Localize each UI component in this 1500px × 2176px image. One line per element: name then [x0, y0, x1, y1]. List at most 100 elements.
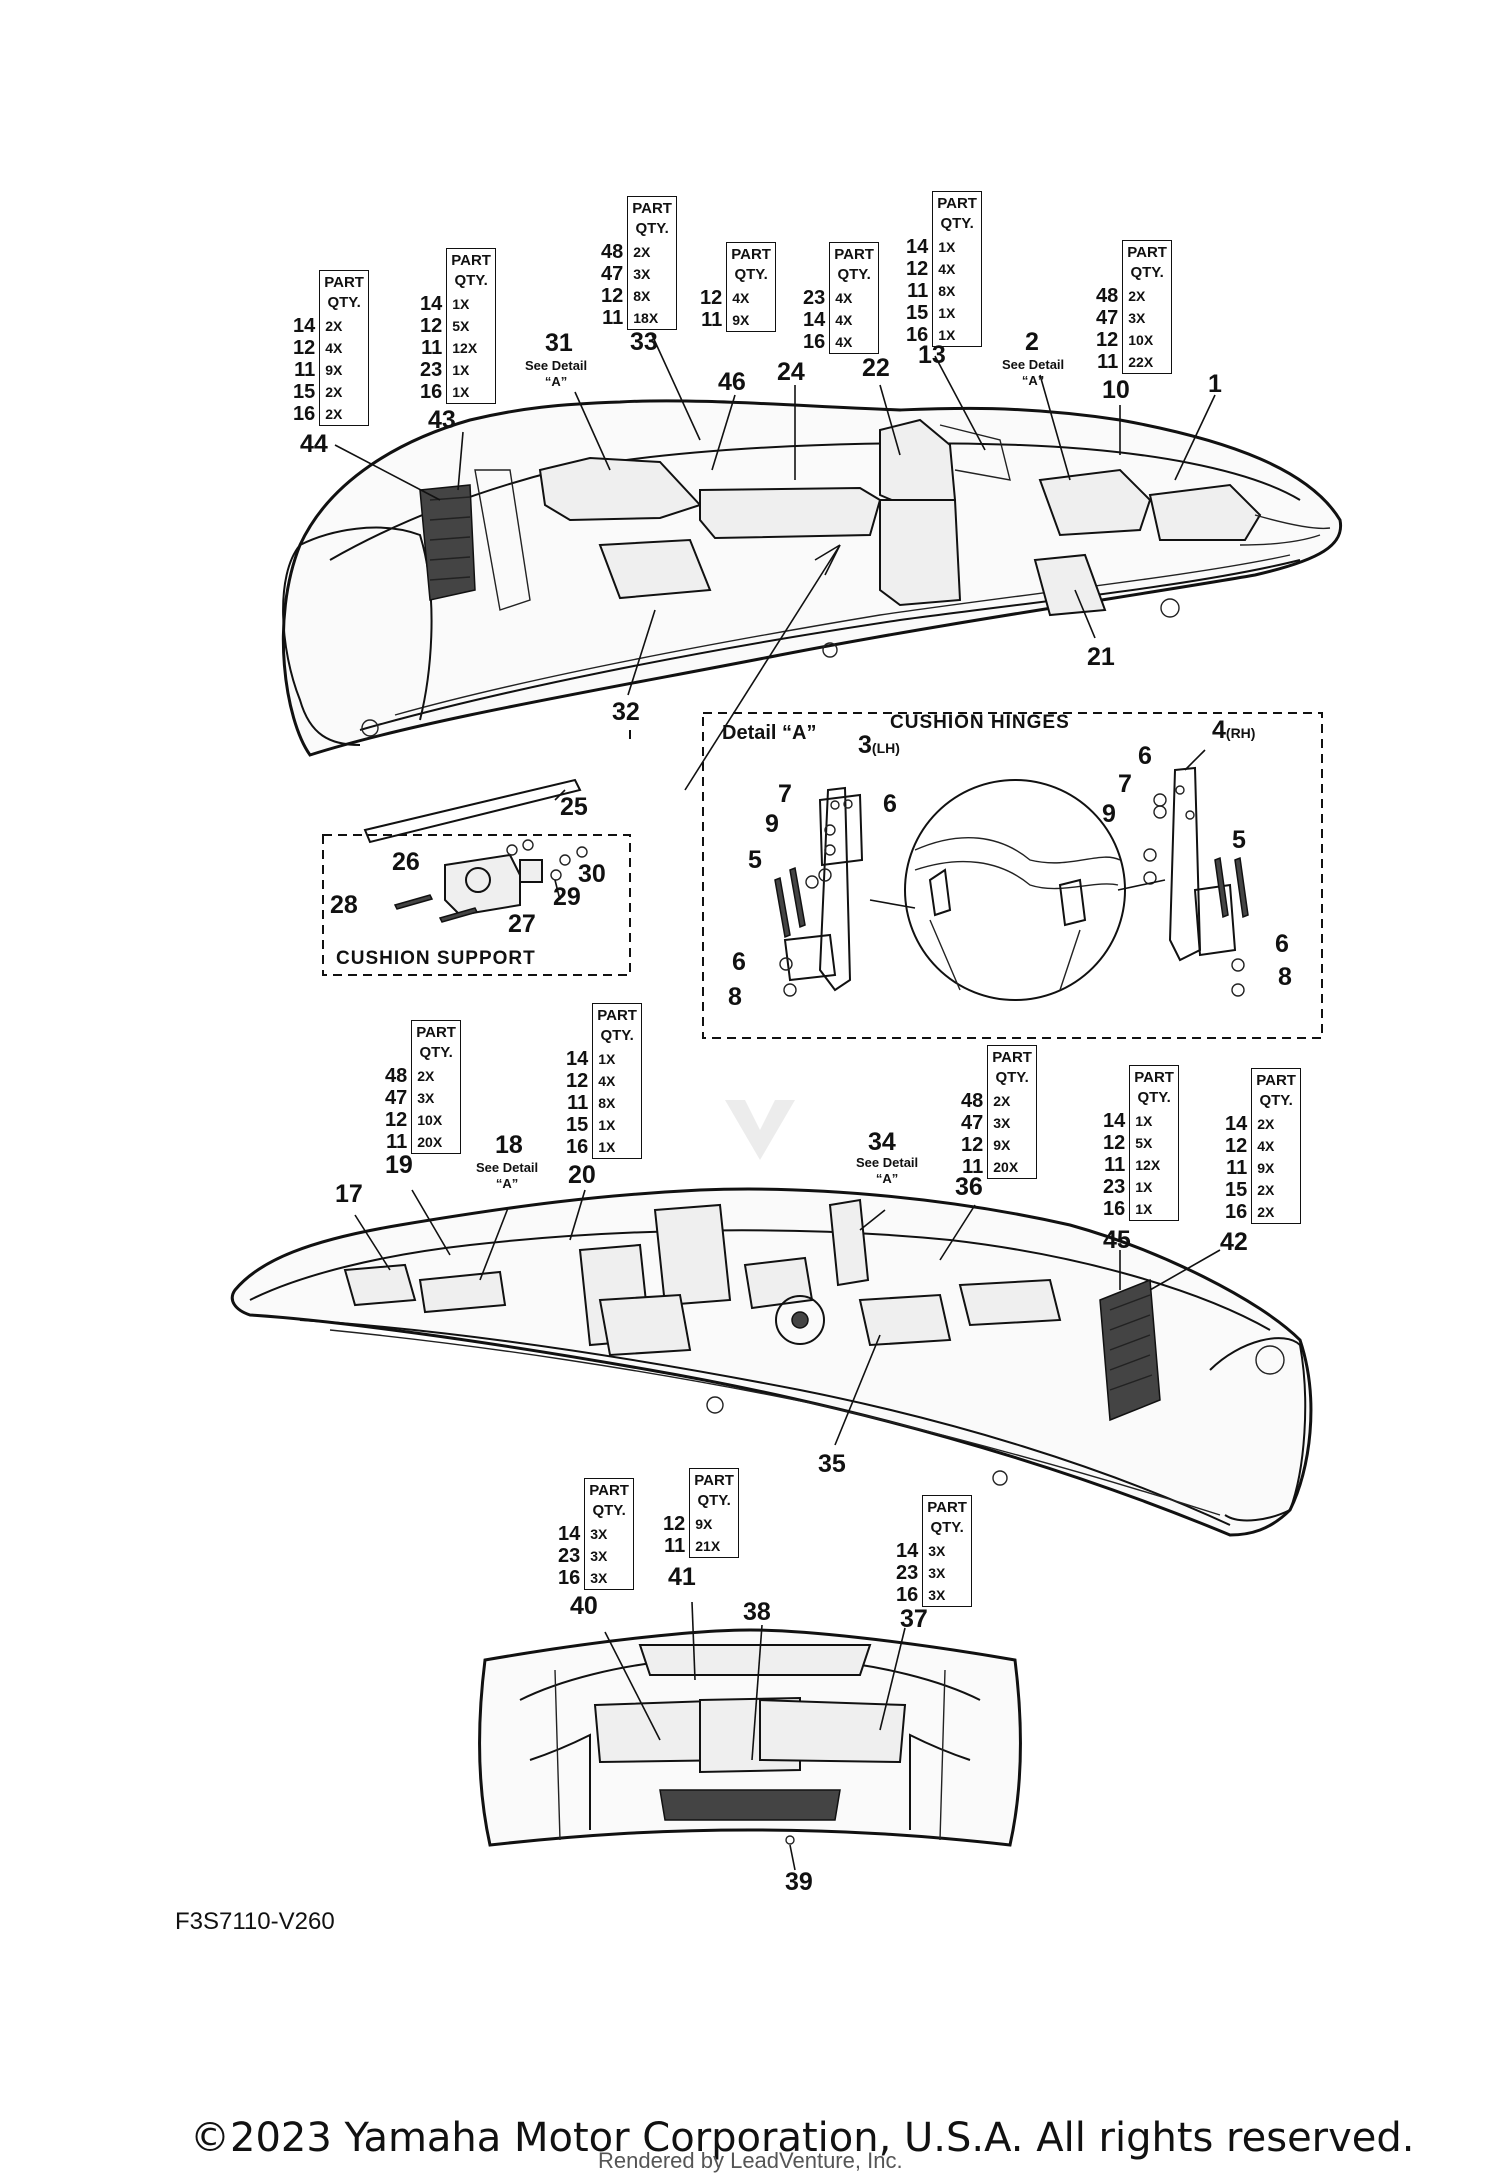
qty-part-number: 14 [558, 1523, 581, 1545]
qty-part-number: 23 [896, 1562, 919, 1584]
callout-22: 22 [862, 354, 890, 382]
callout-46: 46 [718, 368, 746, 396]
callout-32: 32 [612, 698, 640, 726]
detail-a-title: Detail “A” [722, 722, 817, 744]
qty-count: 2X [319, 315, 369, 337]
copyright-notice: ©2023 Yamaha Motor Corporation, U.S.A. A… [190, 2115, 1415, 2161]
callout-13: 13 [918, 341, 946, 369]
callout-17: 17 [335, 1180, 363, 1208]
qty-part-number: 14 [293, 315, 316, 337]
qty-part-number: 23 [420, 359, 443, 381]
qty-part-number: 12 [601, 285, 624, 307]
qty-count: 2X [1251, 1113, 1301, 1135]
callout-42: 42 [1220, 1228, 1248, 1256]
callout-21: 21 [1087, 643, 1115, 671]
qty-part-number: 16 [803, 331, 826, 354]
qty-part-number: 11 [567, 1092, 589, 1114]
callout-30: 30 [578, 860, 606, 888]
qty-part-number: 16 [896, 1584, 919, 1607]
qty-part-number: 48 [1096, 285, 1119, 307]
qty-count: 9X [987, 1134, 1037, 1156]
qty-count: 3X [584, 1523, 634, 1545]
qty-count: 2X [411, 1065, 461, 1087]
qty-part-number: 23 [558, 1545, 581, 1567]
qty-count: 4X [829, 331, 879, 354]
qty-count: 1X [446, 381, 496, 404]
qty-count: 9X [1251, 1157, 1301, 1179]
callout-2: 2 [1025, 328, 1039, 356]
qty-part-number: 12 [1096, 329, 1119, 351]
callout-4-rh: 4(RH) [1212, 716, 1256, 744]
middle-leaders [354, 1189, 1221, 1446]
qty-part-number: 16 [293, 403, 316, 426]
qty-part-number: 15 [293, 381, 316, 403]
qty-count: 3X [922, 1562, 972, 1584]
qty-part-number: 15 [906, 302, 929, 324]
qty-count: 5X [446, 315, 496, 337]
qty-count: 2X [319, 381, 369, 403]
qty-count: 2X [627, 241, 677, 263]
qty-part-number: 11 [1104, 1154, 1126, 1176]
see-detail-2: See Detail“A” [1002, 357, 1065, 389]
callout-20: 20 [568, 1161, 596, 1189]
qty-count: 8X [932, 280, 982, 302]
qty-part-number: 16 [558, 1567, 581, 1590]
qty-part-number: 12 [961, 1134, 984, 1156]
qty-count: 4X [829, 309, 879, 331]
qty-part-number: 14 [896, 1540, 919, 1562]
qty-count: 3X [1122, 307, 1172, 329]
callout-8-rh: 8 [1278, 963, 1292, 991]
callout-9-lh: 9 [765, 810, 779, 838]
cushion-hinges-title: CUSHION HINGES [890, 712, 1070, 733]
callout-45: 45 [1103, 1226, 1131, 1254]
qty-count: 18X [627, 307, 677, 330]
callout-7-lh: 7 [778, 780, 792, 808]
qty-count: 4X [592, 1070, 642, 1092]
callout-19: 19 [385, 1151, 413, 1179]
qty-part-number: 11 [421, 337, 443, 359]
top-boat-deck [281, 399, 1343, 757]
callout-35: 35 [818, 1450, 846, 1478]
qty-count: 9X [319, 359, 369, 381]
qty-count: 4X [726, 287, 776, 309]
